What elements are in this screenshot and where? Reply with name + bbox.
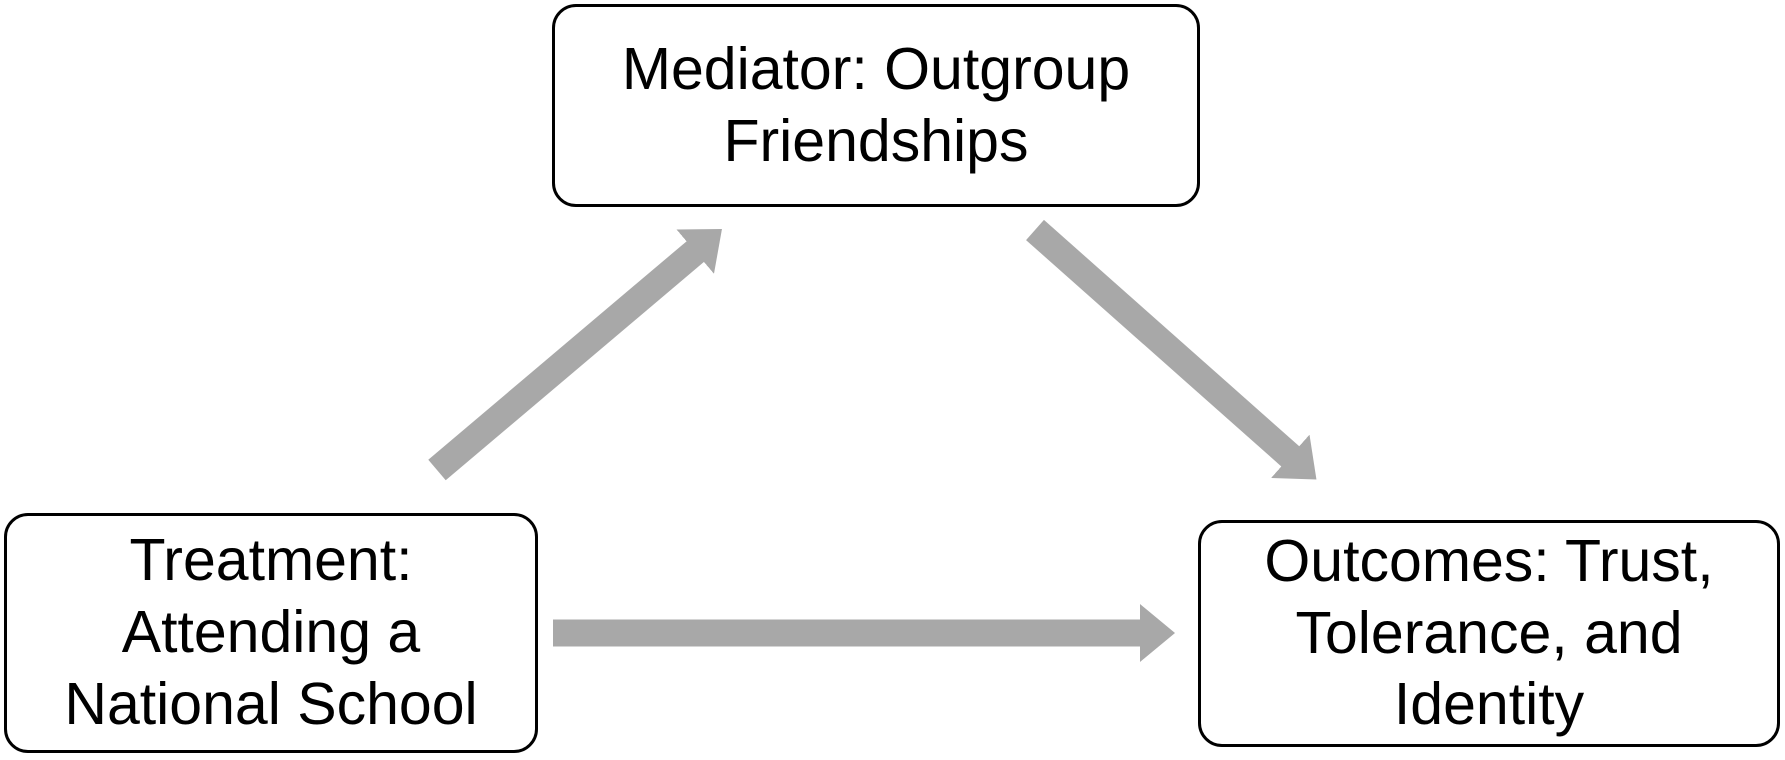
node-treatment-label: Treatment: Attending a National School [64,527,478,737]
node-mediator-label: Mediator: Outgroup Friendships [621,35,1131,174]
arrow-mediator-to-outcomes [1026,219,1317,480]
node-treatment: Treatment: Attending a National School [4,513,538,753]
node-outcomes: Outcomes: Trust, Tolerance, and Identity [1198,520,1780,747]
arrow-treatment-to-mediator [428,229,722,481]
node-outcomes-label: Outcomes: Trust, Tolerance, and Identity [1264,527,1714,738]
node-mediator: Mediator: Outgroup Friendships [552,4,1200,207]
